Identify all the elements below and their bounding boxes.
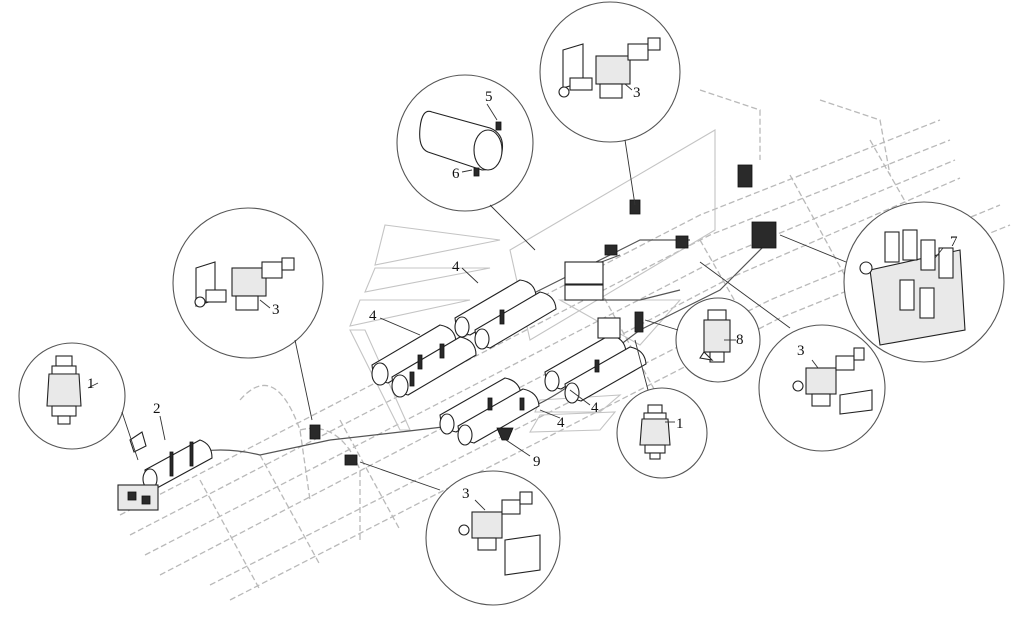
callout-4-c: 4 — [591, 400, 599, 416]
air-tank-group-lower — [439, 334, 647, 446]
callout-labels: 1 2 3 3 5 6 4 4 4 4 7 8 3 1 9 3 — [87, 83, 958, 511]
pressure-switch-icon — [639, 404, 671, 460]
detail-bubble-5-6 — [396, 74, 536, 251]
detail-bubble-3-top — [539, 1, 681, 206]
callout-4-b: 4 — [369, 308, 377, 324]
detail-bubble-3-bottom — [359, 461, 561, 606]
detail-bubble-7 — [779, 201, 1005, 363]
air-tank-group-upper — [371, 279, 557, 398]
detail-bubble-1-left — [18, 342, 139, 461]
air-tank — [439, 377, 522, 435]
pressure-switch-icon — [46, 355, 82, 425]
drain-valve-icon — [699, 309, 731, 363]
relay-valve-icon — [558, 37, 661, 99]
callout-3-right: 3 — [797, 343, 805, 359]
callout-9: 9 — [533, 454, 541, 470]
detail-bubble-8 — [644, 297, 761, 383]
callout-4-a: 4 — [452, 259, 460, 275]
relay-valve-icon — [458, 491, 541, 576]
relay-valve-icon — [194, 257, 295, 311]
multi-circuit-valve-icon — [859, 229, 966, 346]
reservoir-tank-icon — [419, 110, 504, 177]
callout-8: 8 — [736, 332, 744, 348]
air-tank — [474, 291, 557, 350]
air-tank — [564, 346, 647, 404]
callout-4-d: 4 — [557, 415, 565, 431]
callout-7: 7 — [950, 234, 958, 250]
callout-5: 5 — [485, 89, 493, 105]
detail-bubble-3-upper-left — [172, 207, 324, 421]
detail-bubble-1-right — [616, 339, 708, 479]
callout-2: 2 — [153, 401, 161, 417]
callout-6: 6 — [452, 166, 460, 182]
callout-3-upper-left: 3 — [272, 302, 280, 318]
callout-1-right: 1 — [676, 416, 684, 432]
callout-1-left: 1 — [87, 376, 95, 392]
frame-valves — [309, 164, 777, 466]
relay-valve-icon — [792, 347, 873, 415]
air-tank — [457, 388, 540, 446]
callout-3-top: 3 — [633, 85, 641, 101]
detail-bubble-3-right — [699, 261, 886, 452]
callout-3-bottom: 3 — [462, 486, 470, 502]
